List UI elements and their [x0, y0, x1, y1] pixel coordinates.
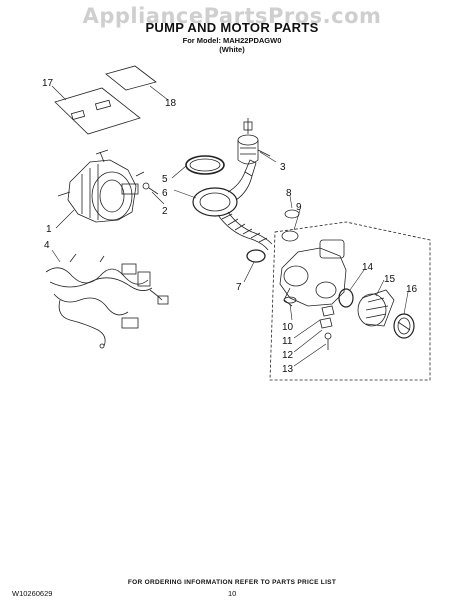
pump-assembly-box	[269, 221, 431, 381]
callout-15: 15	[384, 274, 396, 285]
gasket	[283, 296, 297, 304]
sheet-label-box	[94, 99, 112, 111]
bracket	[319, 305, 335, 329]
document-id: W10260629	[12, 589, 53, 598]
small-card	[105, 65, 157, 91]
callout-3: 3	[280, 162, 286, 173]
motor	[57, 149, 145, 223]
callout-12: 12	[282, 350, 294, 361]
callout-labels: 17 18 3 5 6 2 8 9 1 4 7 14 15 16 10 11 1…	[42, 78, 418, 375]
callout-16: 16	[406, 284, 418, 295]
callout-10: 10	[282, 322, 294, 333]
wire-harness	[45, 253, 169, 349]
pump-o-ring	[338, 288, 354, 308]
callout-8: 8	[286, 188, 292, 199]
o-ring	[281, 230, 299, 242]
callout-6: 6	[162, 188, 168, 199]
screw	[142, 182, 159, 195]
page-title: PUMP AND MOTOR PARTS	[145, 20, 319, 35]
callout-4: 4	[44, 240, 50, 251]
callout-2: 2	[162, 206, 168, 217]
sheet-label-box	[70, 110, 86, 120]
clamp-ring	[185, 155, 225, 175]
callout-14: 14	[362, 262, 374, 273]
ordering-note: FOR ORDERING INFORMATION REFER TO PARTS …	[127, 579, 337, 586]
model-line: For Model: MAH22PDAGW0	[182, 36, 282, 45]
leader-lines	[51, 85, 409, 367]
callout-18: 18	[165, 98, 177, 109]
page-number: 10	[228, 589, 237, 598]
callout-1: 1	[46, 224, 52, 235]
drain-pump	[279, 239, 347, 307]
color-line: (White)	[219, 45, 245, 54]
hose-clamp	[246, 249, 266, 263]
callout-9: 9	[296, 202, 302, 213]
filter-cap	[393, 313, 415, 339]
mounting-screw	[324, 332, 332, 350]
watermark: AppliancePartsPros.com	[82, 4, 382, 28]
callout-5: 5	[162, 174, 168, 185]
bellows-hose	[192, 159, 273, 251]
callout-17: 17	[42, 78, 54, 89]
top-connector	[237, 118, 271, 165]
callout-13: 13	[282, 364, 294, 375]
callout-11: 11	[282, 336, 293, 347]
callout-7: 7	[236, 282, 242, 293]
clamp-ring-inner	[189, 158, 221, 172]
literature-sheet	[54, 87, 141, 135]
